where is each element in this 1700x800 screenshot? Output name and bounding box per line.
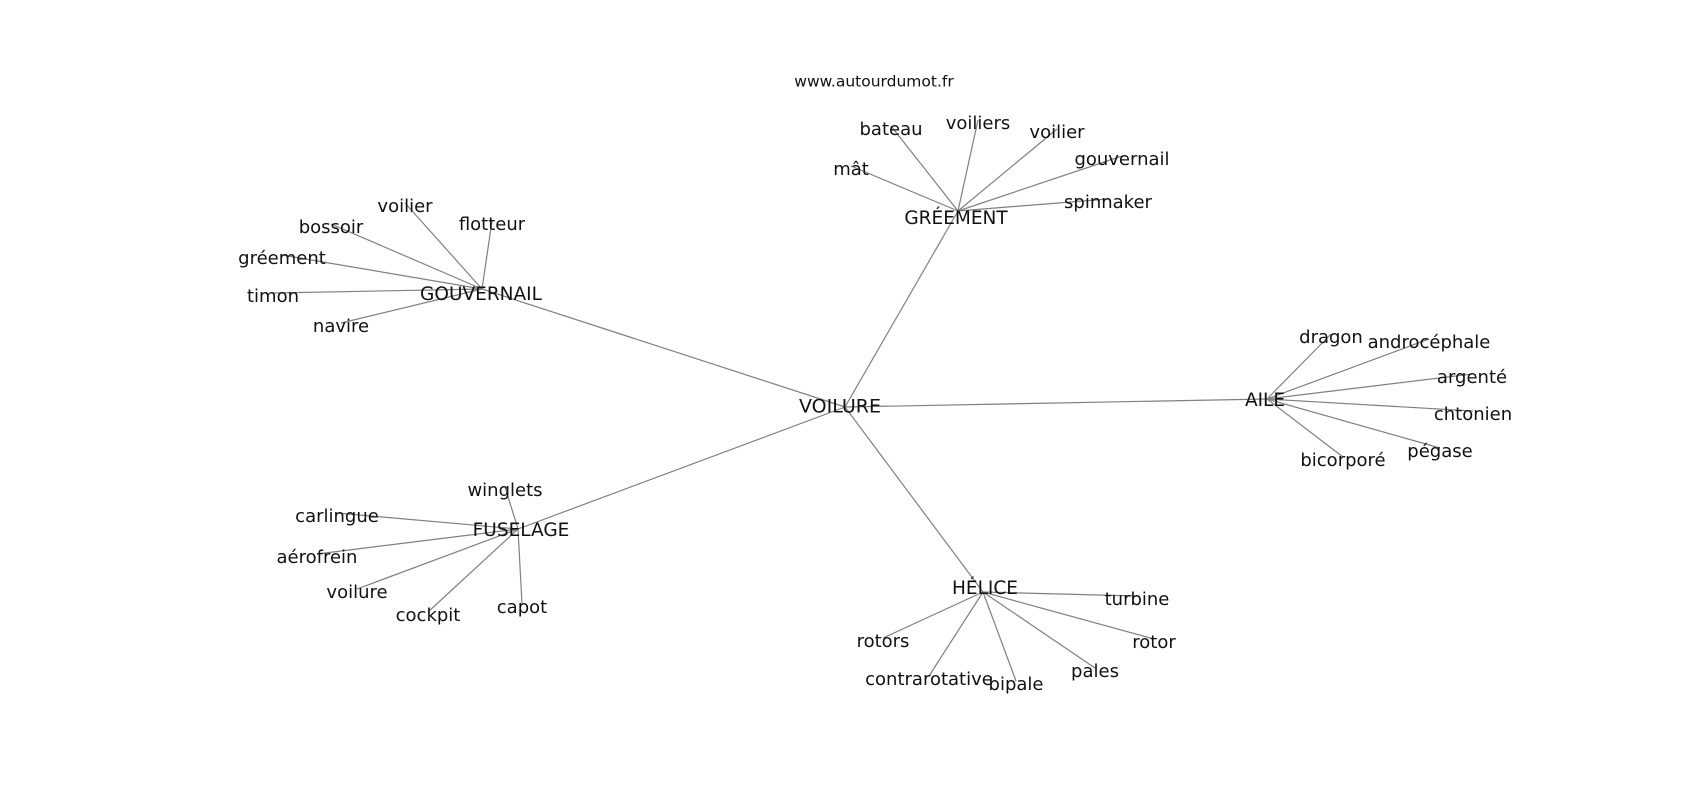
leaf-node-gouvernail-navire[interactable]: navire: [313, 316, 369, 337]
leaf-node-aile-chtonien[interactable]: chtonien: [1434, 404, 1512, 425]
edge-center-aile: [844, 398, 1268, 408]
leaf-node-greement-spinnaker[interactable]: spinnaker: [1064, 192, 1153, 213]
leaf-node-helice-turbine[interactable]: turbine: [1105, 589, 1170, 610]
edge-fuselage-cockpit: [427, 528, 519, 613]
edge-greement-voilier: [957, 128, 1058, 212]
edge-fuselage-aerofrein: [316, 528, 519, 555]
leaf-node-greement-gouvernail[interactable]: gouvernail: [1074, 149, 1169, 170]
edge-fuselage-carlingue: [336, 512, 519, 530]
edge-helice-rotor: [982, 591, 1155, 640]
hub-node-helice[interactable]: HÉLICE: [952, 577, 1018, 599]
leaf-node-fuselage-winglets[interactable]: winglets: [467, 480, 542, 501]
leaf-node-greement-voilier[interactable]: voilier: [1029, 122, 1085, 143]
hub-node-aile[interactable]: AILE: [1245, 390, 1285, 411]
edge-center-greement: [844, 210, 959, 408]
leaf-node-helice-bipale[interactable]: bipale: [989, 674, 1044, 695]
edge-greement-voiliers: [957, 119, 979, 212]
leaf-node-gouvernail-timon[interactable]: timon: [247, 286, 299, 307]
leaf-node-aile-argente[interactable]: argenté: [1437, 367, 1507, 388]
leaf-node-helice-contrarotative[interactable]: contrarotative: [865, 669, 993, 690]
leaf-node-aile-bicorpore[interactable]: bicorporé: [1300, 450, 1385, 471]
edge-greement-spinnaker: [957, 198, 1109, 212]
leaf-node-helice-pales[interactable]: pales: [1071, 661, 1119, 682]
edge-gouvernail-navire: [340, 288, 483, 324]
edge-aile-dragon: [1266, 333, 1332, 400]
leaf-node-fuselage-carlingue[interactable]: carlingue: [295, 506, 379, 527]
leaf-node-gouvernail-bossoir[interactable]: bossoir: [299, 217, 364, 238]
site-watermark: www.autourdumot.fr: [794, 73, 954, 91]
edge-center-helice: [844, 406, 984, 593]
hub-node-fuselage[interactable]: FUSELAGE: [473, 520, 570, 541]
edge-helice-rotors: [882, 591, 984, 639]
leaf-node-greement-voiliers[interactable]: voiliers: [946, 113, 1011, 134]
leaf-node-fuselage-aerofrein[interactable]: aérofrein: [277, 547, 358, 568]
edge-helice-turbine: [982, 591, 1138, 597]
edge-aile-bicorpore: [1266, 398, 1344, 458]
edge-greement-mat: [850, 165, 959, 212]
edge-aile-androcephale: [1266, 338, 1430, 400]
edges: [272, 119, 1474, 682]
edge-fuselage-voilure: [356, 528, 519, 590]
edge-aile-chtonien: [1266, 398, 1474, 412]
edge-greement-gouvernail: [957, 155, 1123, 212]
leaf-node-aile-androcephale[interactable]: androcéphale: [1368, 332, 1491, 353]
leaf-node-helice-rotors[interactable]: rotors: [857, 631, 910, 652]
leaf-node-greement-bateau[interactable]: bateau: [859, 119, 922, 140]
edge-helice-bipale: [982, 591, 1017, 682]
leaf-node-aile-dragon[interactable]: dragon: [1299, 327, 1363, 348]
leaf-node-helice-rotor[interactable]: rotor: [1132, 632, 1176, 653]
leaf-node-greement-mat[interactable]: mât: [833, 159, 869, 180]
edge-gouvernail-voilier: [404, 202, 483, 290]
hub-node-greement[interactable]: GRÉEMENT: [904, 207, 1008, 229]
edge-greement-bateau: [890, 125, 959, 212]
edge-helice-contrarotative: [928, 591, 984, 677]
leaf-node-gouvernail-flotteur[interactable]: flotteur: [459, 214, 526, 235]
edge-gouvernail-bossoir: [330, 223, 483, 290]
leaf-node-fuselage-voilure[interactable]: voilure: [326, 582, 387, 603]
edge-center-fuselage: [517, 406, 846, 530]
edge-helice-pales: [982, 591, 1096, 669]
leaf-node-gouvernail-voilier[interactable]: voilier: [377, 196, 433, 217]
center-node[interactable]: VOILURE: [799, 396, 881, 418]
edge-aile-argente: [1266, 373, 1473, 400]
hub-node-gouvernail[interactable]: GOUVERNAIL: [420, 284, 543, 305]
edge-center-gouvernail: [481, 288, 846, 408]
edge-fuselage-capot: [517, 528, 523, 605]
leaf-node-aile-pegase[interactable]: pégase: [1407, 441, 1472, 462]
edge-gouvernail-timon: [272, 288, 483, 294]
edge-aile-pegase: [1266, 398, 1441, 449]
edge-fuselage-winglets: [504, 486, 519, 530]
leaf-node-gouvernail-greement[interactable]: gréement: [238, 248, 326, 269]
labels: VOILURE GRÉEMENT bateau voiliers voilier gouv…: [238, 113, 1512, 695]
edge-gouvernail-flotteur: [481, 220, 493, 290]
leaf-node-fuselage-cockpit[interactable]: cockpit: [396, 605, 461, 626]
edge-gouvernail-greement: [281, 254, 483, 290]
leaf-node-fuselage-capot[interactable]: capot: [497, 597, 547, 618]
